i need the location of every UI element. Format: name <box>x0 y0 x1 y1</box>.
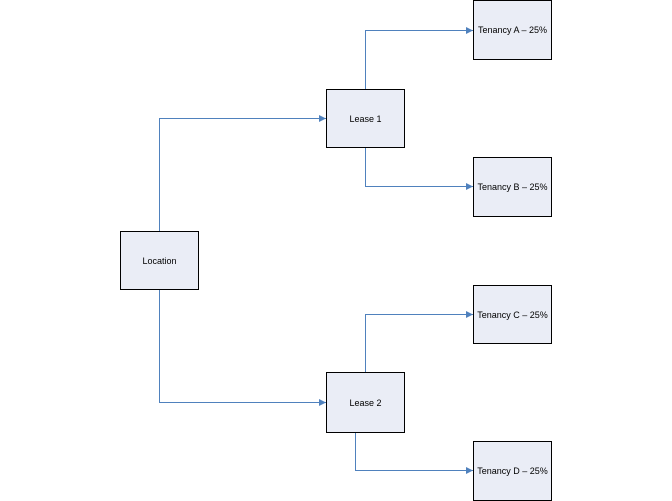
connector-location-to-lease-2 <box>159 290 326 406</box>
node-lease-1: Lease 1 <box>326 89 405 148</box>
node-location: Location <box>120 231 199 290</box>
node-tenancy-d: Tenancy D – 25% <box>473 441 552 501</box>
node-tenancy-a: Tenancy A – 25% <box>473 0 552 60</box>
node-tenancy-b-label: Tenancy B – 25% <box>477 182 548 192</box>
node-lease-2: Lease 2 <box>326 372 405 433</box>
node-tenancy-c-label: Tenancy C – 25% <box>477 309 548 320</box>
connector-location-to-lease-1 <box>159 115 326 231</box>
node-tenancy-a-label: Tenancy A – 25% <box>477 25 548 35</box>
connector-lease-2-to-tenancy-c <box>365 311 473 372</box>
node-tenancy-b: Tenancy B – 25% <box>473 157 552 217</box>
node-lease-1-label: Lease 1 <box>349 113 382 124</box>
node-lease-2-label: Lease 2 <box>349 397 382 408</box>
connector-lease-1-to-tenancy-b <box>365 148 473 190</box>
node-location-label: Location <box>142 255 177 266</box>
node-tenancy-c: Tenancy C – 25% <box>473 285 552 344</box>
connector-lease-1-to-tenancy-a <box>365 27 473 89</box>
node-tenancy-d-label: Tenancy D – 25% <box>477 466 548 476</box>
connector-lease-2-to-tenancy-d <box>355 433 473 474</box>
